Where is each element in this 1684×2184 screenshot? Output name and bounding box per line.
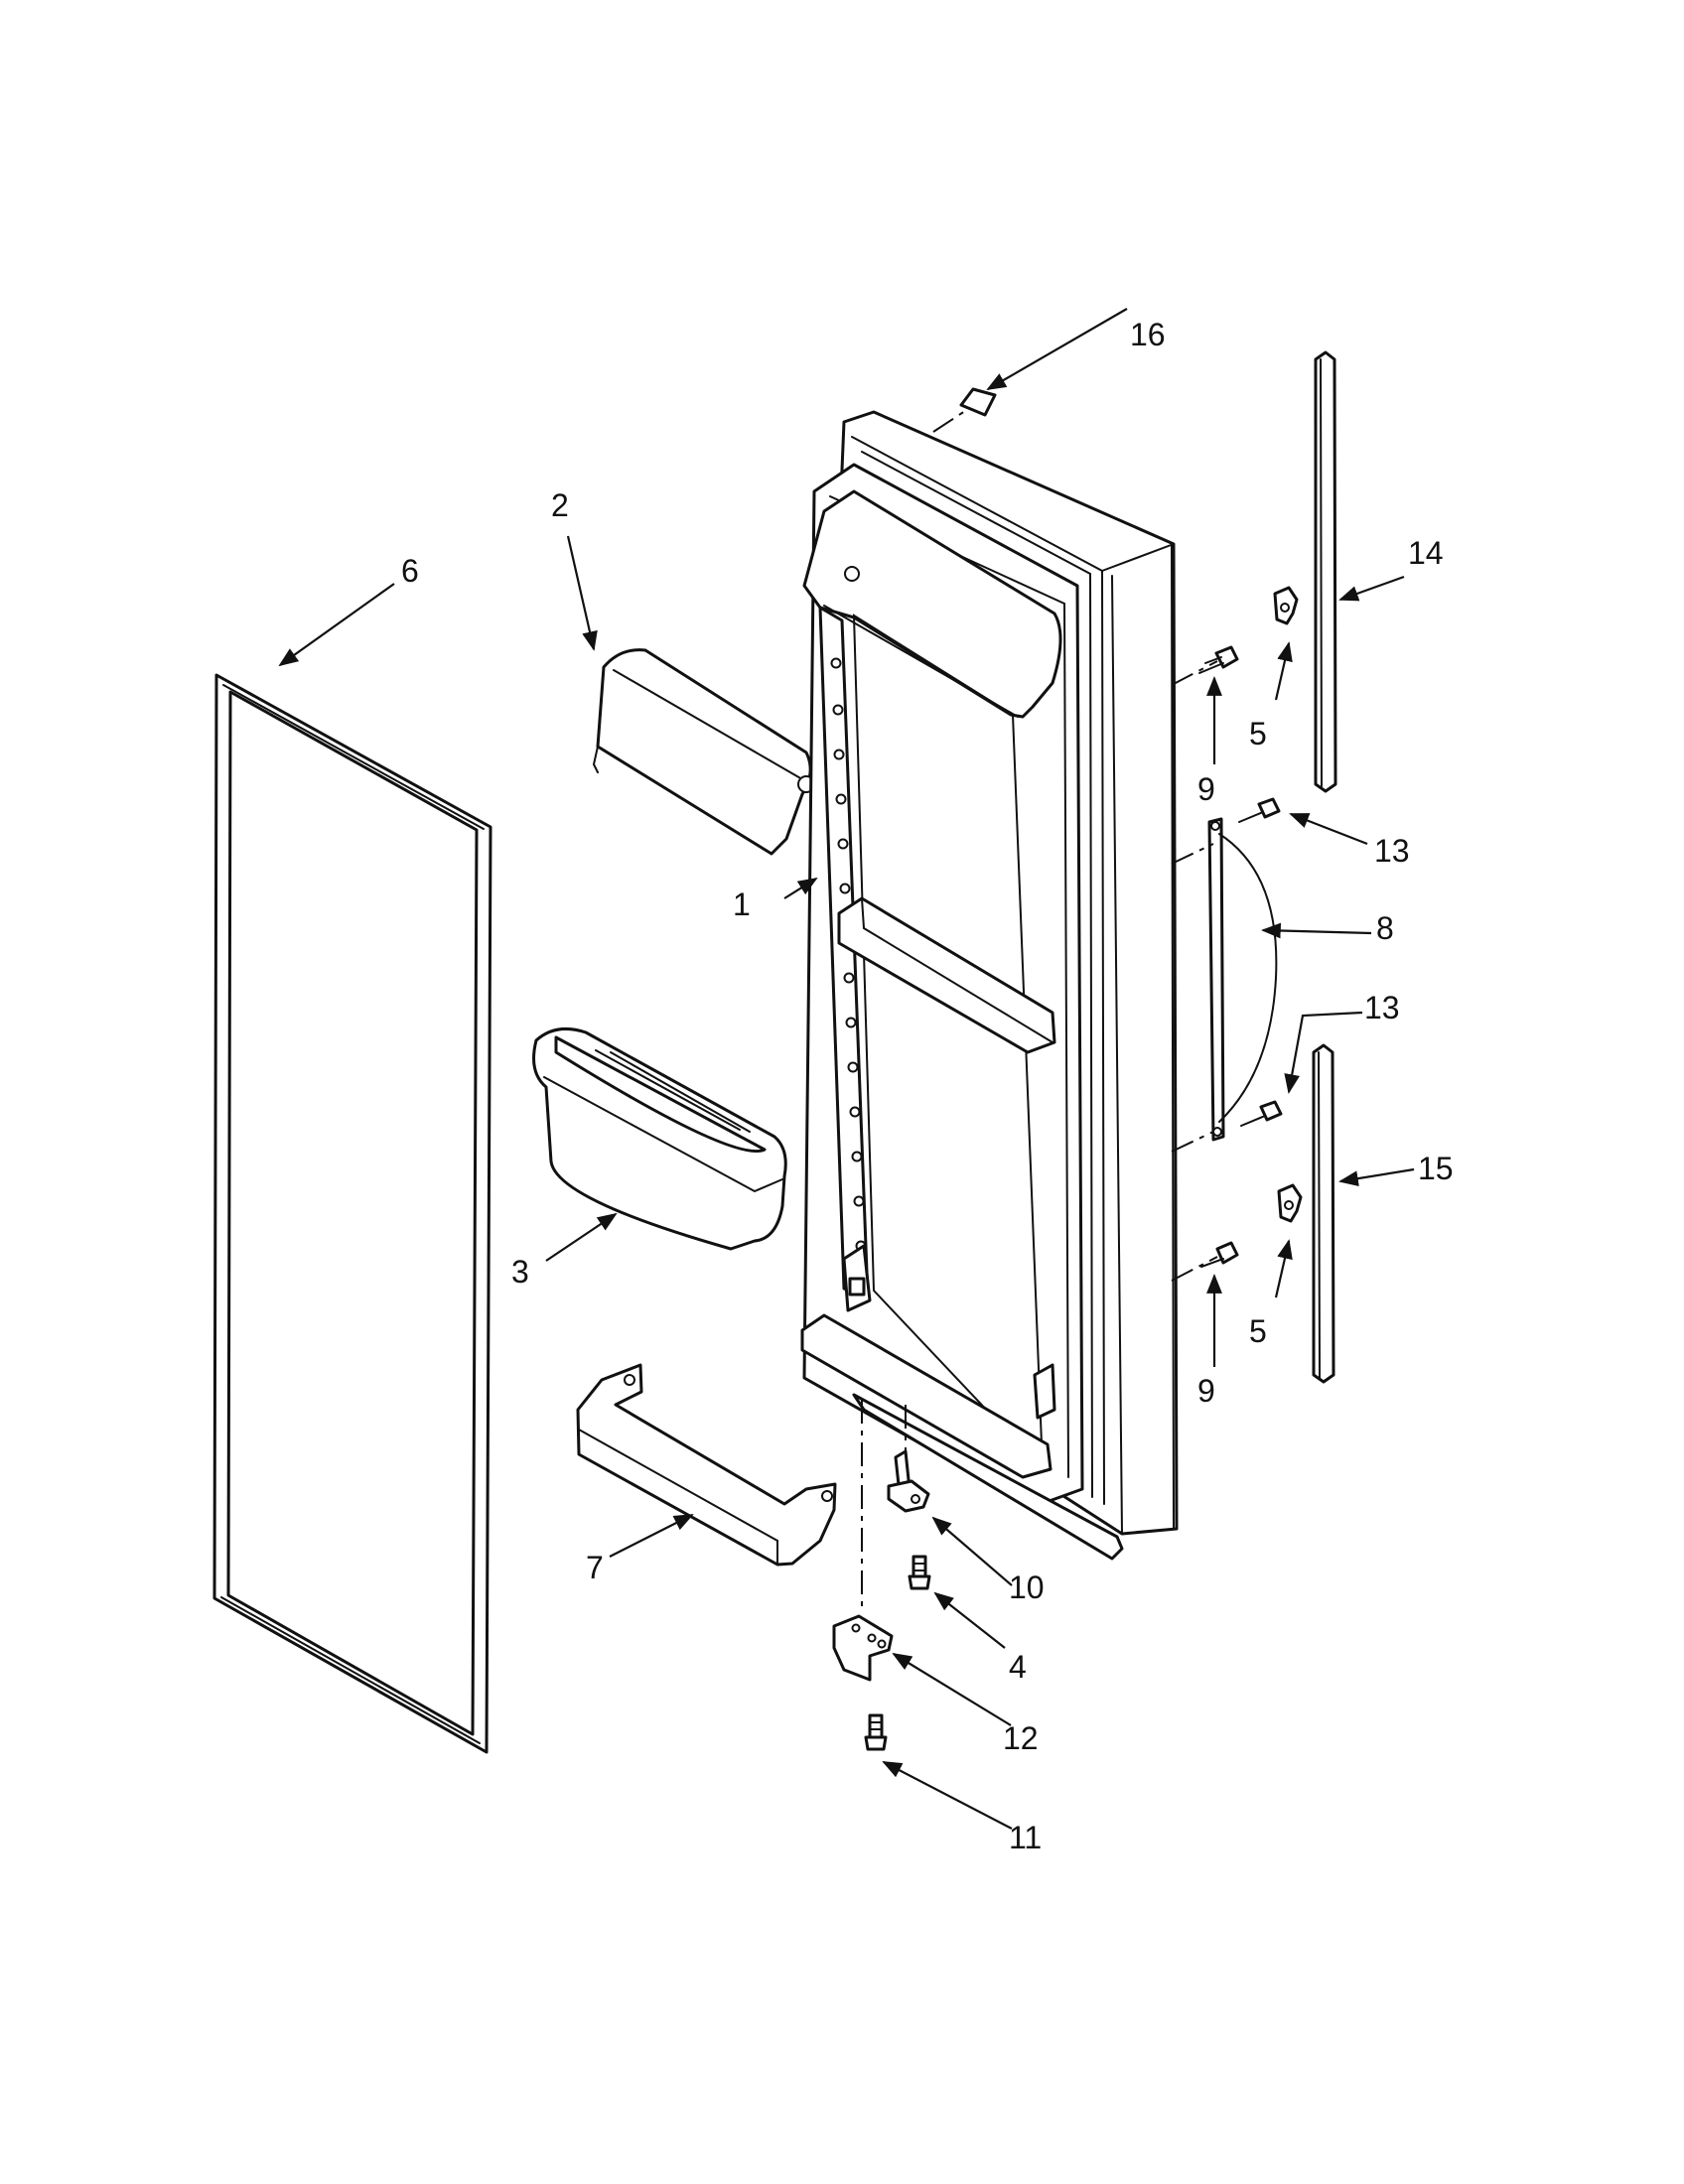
label-pad: [932, 387, 997, 433]
door-handle: [1171, 817, 1278, 1153]
dairy-compartment-door: [592, 648, 815, 856]
callout-7: 7: [586, 1550, 604, 1585]
callout-4: 4: [1009, 1649, 1027, 1685]
bracket-screw: [864, 1713, 888, 1751]
door-shelf-bar: [576, 1363, 837, 1567]
callout-12: 12: [1003, 1720, 1039, 1756]
leader-lines: [278, 308, 1415, 1830]
handle-screw-lower: [1171, 1241, 1239, 1282]
hinge-screw: [908, 1555, 931, 1590]
bottom-hinge-bracket: [832, 1400, 894, 1682]
callout-9-upper: 9: [1197, 771, 1215, 807]
callout-16: 16: [1130, 317, 1166, 352]
callout-15: 15: [1418, 1151, 1454, 1186]
handle-screw-upper: [1171, 645, 1239, 686]
door-bin: [532, 1026, 787, 1251]
door-gasket: [212, 673, 492, 1754]
callout-1: 1: [733, 887, 751, 922]
callout-3: 3: [511, 1254, 529, 1290]
callout-14: 14: [1408, 535, 1444, 571]
door-assembly: [800, 410, 1179, 1561]
callout-6: 6: [401, 553, 419, 589]
callout-9-lower: 9: [1197, 1373, 1215, 1409]
callout-13-lower: 13: [1364, 990, 1400, 1025]
callout-10: 10: [1009, 1570, 1045, 1605]
handle-screw-13-lower: [1240, 1100, 1283, 1127]
handle-screw-13-upper: [1238, 797, 1281, 823]
callout-2: 2: [551, 487, 569, 523]
callout-5-upper: 5: [1249, 716, 1267, 751]
callout-numbers: 1 2 3 4 5 5 6 7 8 9 9 10 11 12 13 13 14 …: [401, 317, 1454, 1855]
callout-11: 11: [1009, 1820, 1042, 1855]
door-trim-upper: [1314, 350, 1337, 793]
trim-clip-upper: [1273, 586, 1299, 625]
door-trim-lower: [1312, 1043, 1335, 1384]
trim-clip-lower: [1277, 1183, 1303, 1223]
callout-5-lower: 5: [1249, 1313, 1267, 1349]
callout-13-upper: 13: [1374, 833, 1410, 869]
callout-8: 8: [1376, 910, 1394, 946]
hinge-pin: [887, 1405, 930, 1513]
